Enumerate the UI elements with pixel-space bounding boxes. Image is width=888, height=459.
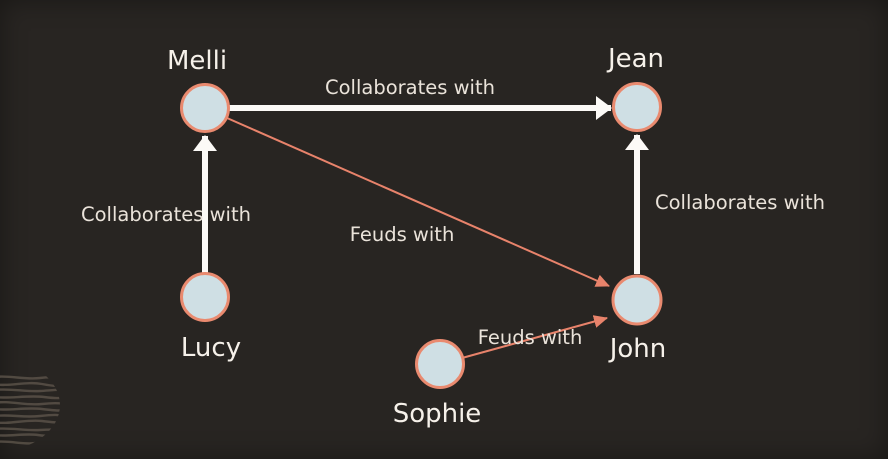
node-jean[interactable] (612, 82, 662, 132)
edge-sophie-john[interactable] (461, 315, 608, 359)
node-melli[interactable] (180, 83, 230, 133)
node-label-jean: Jean (606, 44, 664, 74)
edge-label-john-jean: Collaborates with (655, 191, 825, 214)
node-lucy[interactable] (180, 272, 230, 322)
edge-label-melli-jean: Collaborates with (325, 76, 495, 99)
edge-label-sophie-john: Feuds with (478, 326, 583, 349)
node-label-melli: Melli (167, 46, 227, 76)
edge-label-lucy-melli: Collaborates with (81, 203, 251, 226)
node-label-lucy: Lucy (181, 333, 241, 363)
edge-melli-john[interactable] (226, 117, 610, 287)
node-label-john: John (608, 334, 667, 364)
corner-squiggle-decoration (0, 375, 60, 445)
node-john[interactable] (611, 274, 663, 326)
node-label-sophie: Sophie (393, 399, 482, 429)
edge-label-melli-john: Feuds with (350, 223, 455, 246)
node-sophie[interactable] (415, 339, 465, 389)
